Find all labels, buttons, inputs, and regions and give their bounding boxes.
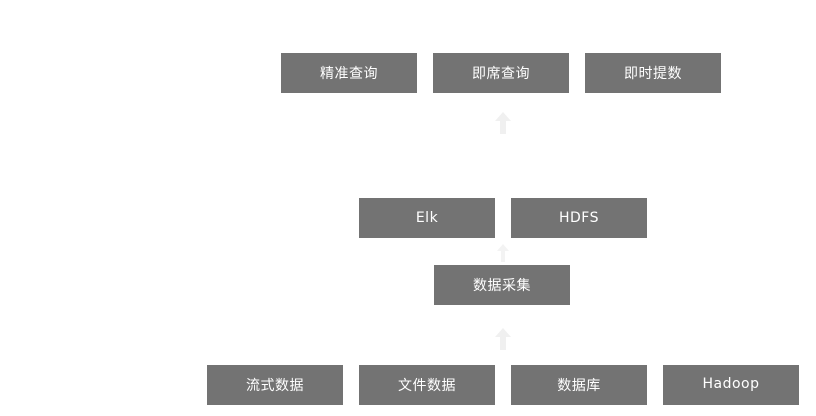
box-instant-extract: 即时提数 xyxy=(585,53,721,93)
arrow-up-icon xyxy=(495,328,511,350)
box-elk: Elk xyxy=(359,198,495,238)
box-label: 数据采集 xyxy=(473,278,531,294)
box-adhoc-query: 即席查询 xyxy=(433,53,569,93)
box-label: 数据库 xyxy=(557,378,601,394)
box-hadoop: Hadoop xyxy=(663,365,799,405)
arrow-up-icon xyxy=(495,112,511,134)
box-label: 即时提数 xyxy=(624,66,682,82)
box-label: HDFS xyxy=(558,210,599,226)
box-stream-data: 流式数据 xyxy=(207,365,343,405)
box-file-data: 文件数据 xyxy=(359,365,495,405)
box-label: Hadoop xyxy=(702,376,760,392)
box-database: 数据库 xyxy=(511,365,647,405)
box-data-collection: 数据采集 xyxy=(434,265,570,305)
box-label: 即席查询 xyxy=(472,66,530,82)
box-label: 流式数据 xyxy=(246,378,304,394)
box-hdfs: HDFS xyxy=(511,198,647,238)
box-precise-query: 精准查询 xyxy=(281,53,417,93)
box-label: 文件数据 xyxy=(398,378,456,394)
box-label: Elk xyxy=(415,210,439,226)
arrow-up-icon xyxy=(495,240,511,262)
box-label: 精准查询 xyxy=(320,66,378,82)
